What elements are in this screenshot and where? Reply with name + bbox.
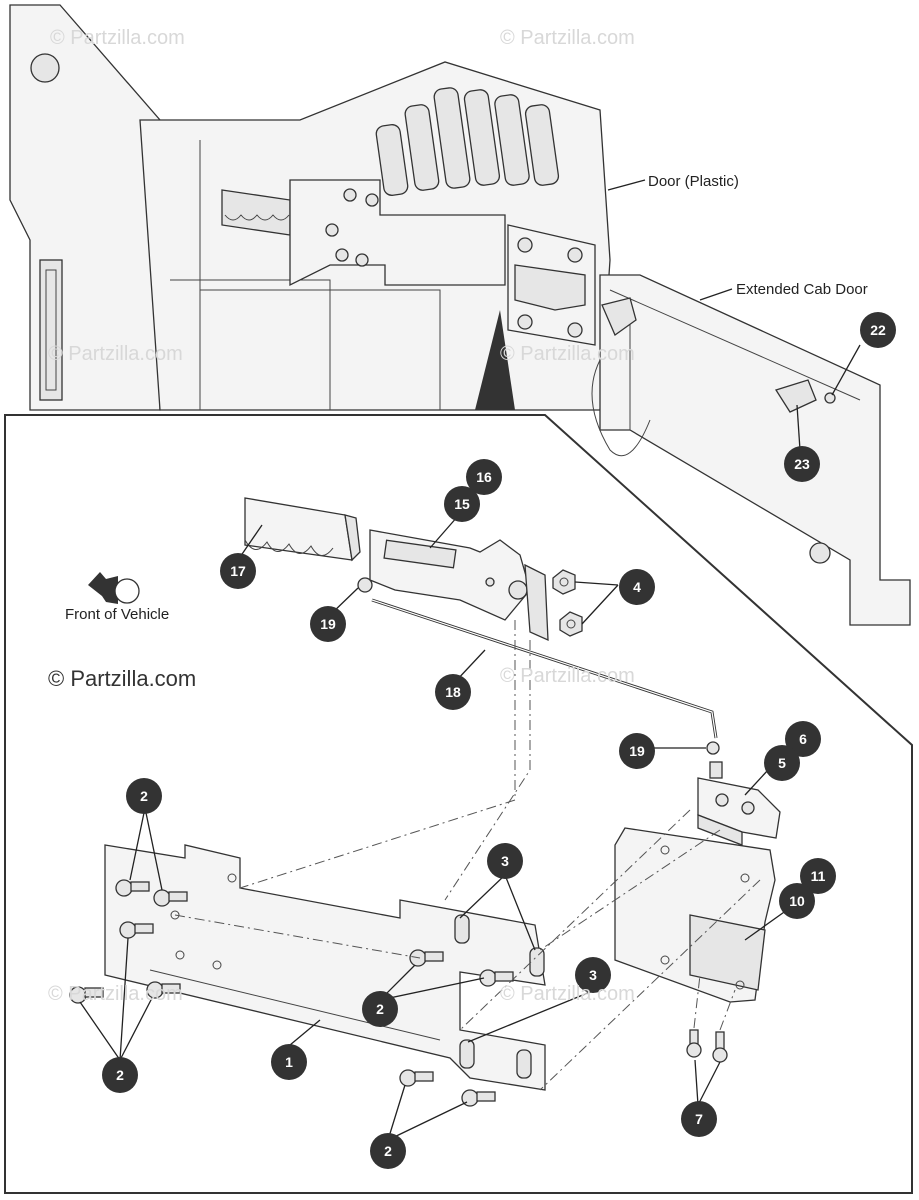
callout-15: 15 [444, 486, 480, 522]
svg-text:19: 19 [320, 616, 336, 632]
svg-text:7: 7 [695, 1111, 703, 1127]
svg-text:2: 2 [376, 1001, 384, 1017]
svg-text:© Partzilla.com: © Partzilla.com [48, 343, 183, 365]
svg-text:16: 16 [476, 469, 492, 485]
svg-text:4: 4 [633, 579, 641, 595]
svg-text:23: 23 [794, 456, 810, 472]
latch-rod [357, 577, 720, 755]
callout-4: 4 [619, 569, 655, 605]
svg-text:5: 5 [778, 755, 786, 771]
svg-text:© Partzilla.com: © Partzilla.com [500, 665, 635, 687]
svg-text:© Partzilla.com: © Partzilla.com [500, 343, 635, 365]
svg-text:17: 17 [230, 563, 246, 579]
callout-17: 17 [220, 553, 256, 589]
svg-text:© Partzilla.com: © Partzilla.com [50, 27, 185, 49]
callout-2a: 2 [126, 778, 162, 814]
mounting-bracket-part [104, 844, 546, 1091]
door-assembly-view [9, 4, 911, 626]
watermarks: © Partzilla.com © Partzilla.com © Partzi… [48, 27, 635, 1005]
svg-text:22: 22 [870, 322, 886, 338]
callout-3b: 3 [575, 957, 611, 993]
callouts: 22 23 16 15 17 4 19 18 6 19 5 2 3 11 10 … [102, 312, 896, 1169]
callout-6: 6 [785, 721, 821, 757]
callout-16: 16 [466, 459, 502, 495]
callout-23: 23 [784, 446, 820, 482]
callout-1: 1 [271, 1044, 307, 1080]
door-louvres [375, 87, 560, 196]
callout-2c: 2 [102, 1057, 138, 1093]
callout-19a: 19 [310, 606, 346, 642]
callout-10: 10 [779, 883, 815, 919]
svg-text:1: 1 [285, 1054, 293, 1070]
lock-nuts [552, 569, 583, 637]
watermark-main: © Partzilla.com [48, 666, 196, 691]
callout-11: 11 [800, 858, 836, 894]
svg-text:© Partzilla.com: © Partzilla.com [500, 983, 635, 1005]
svg-text:2: 2 [140, 788, 148, 804]
svg-text:© Partzilla.com: © Partzilla.com [500, 27, 635, 49]
callout-18: 18 [435, 674, 471, 710]
svg-text:10: 10 [789, 893, 805, 909]
callout-22: 22 [860, 312, 896, 348]
front-of-vehicle-arrow-icon [88, 572, 140, 604]
svg-text:6: 6 [799, 731, 807, 747]
callout-5: 5 [764, 745, 800, 781]
callout-2d: 2 [370, 1133, 406, 1169]
svg-text:2: 2 [116, 1067, 124, 1083]
svg-text:15: 15 [454, 496, 470, 512]
svg-text:2: 2 [384, 1143, 392, 1159]
callout-7: 7 [681, 1101, 717, 1137]
svg-text:18: 18 [445, 684, 461, 700]
inside-handle-part [244, 497, 361, 562]
mounting-bolts [69, 879, 514, 1107]
latch-striker-plate [614, 827, 776, 1003]
svg-text:11: 11 [811, 868, 826, 884]
door-plastic-label: Door (Plastic) [648, 173, 739, 190]
assembly-guide-lines [174, 620, 761, 1091]
svg-text:© Partzilla.com: © Partzilla.com [48, 983, 183, 1005]
striker-screws [686, 1029, 728, 1063]
front-of-vehicle-label: Front of Vehicle [65, 606, 169, 623]
callout-19b: 19 [619, 733, 655, 769]
svg-text:19: 19 [629, 743, 645, 759]
door-latch-part [697, 761, 781, 846]
callout-2b: 2 [362, 991, 398, 1027]
latch-lever-part [369, 529, 549, 642]
callout-3a: 3 [487, 843, 523, 879]
extended-cab-door-label: Extended Cab Door [736, 281, 868, 298]
svg-text:3: 3 [501, 853, 509, 869]
svg-text:3: 3 [589, 967, 597, 983]
